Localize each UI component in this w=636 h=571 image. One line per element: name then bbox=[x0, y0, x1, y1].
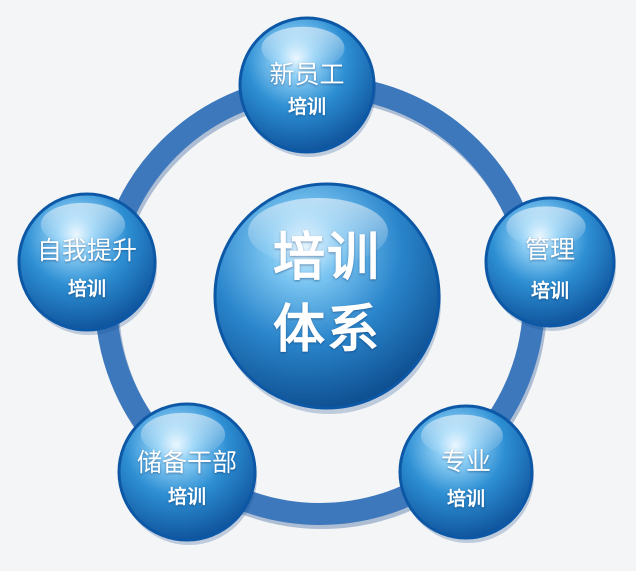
node-professional-title: 专业 bbox=[440, 447, 492, 476]
center-sphere bbox=[213, 182, 441, 414]
sphere-self-improvement bbox=[17, 192, 157, 335]
node-reserve-cadre-subtitle: 培训 bbox=[167, 486, 207, 508]
sphere-reserve-cadre bbox=[117, 402, 257, 545]
satellite-spheres bbox=[17, 16, 616, 545]
node-self-improvement-subtitle: 培训 bbox=[67, 278, 107, 300]
center-title-line1: 培训 bbox=[272, 228, 382, 288]
node-professional-subtitle: 培训 bbox=[446, 488, 486, 510]
sphere-professional bbox=[398, 404, 534, 543]
sphere-management bbox=[484, 196, 616, 331]
sphere-new-employee bbox=[238, 16, 376, 157]
node-management-title: 管理 bbox=[524, 235, 576, 264]
node-management-subtitle: 培训 bbox=[530, 280, 570, 302]
node-self-improvement-title: 自我提升 bbox=[36, 236, 138, 265]
node-new-employee-subtitle: 培训 bbox=[287, 96, 327, 118]
node-reserve-cadre-title: 储备干部 bbox=[136, 448, 238, 477]
node-new-employee-title: 新员工 bbox=[269, 60, 345, 89]
center-title-line2: 体系 bbox=[272, 300, 382, 360]
